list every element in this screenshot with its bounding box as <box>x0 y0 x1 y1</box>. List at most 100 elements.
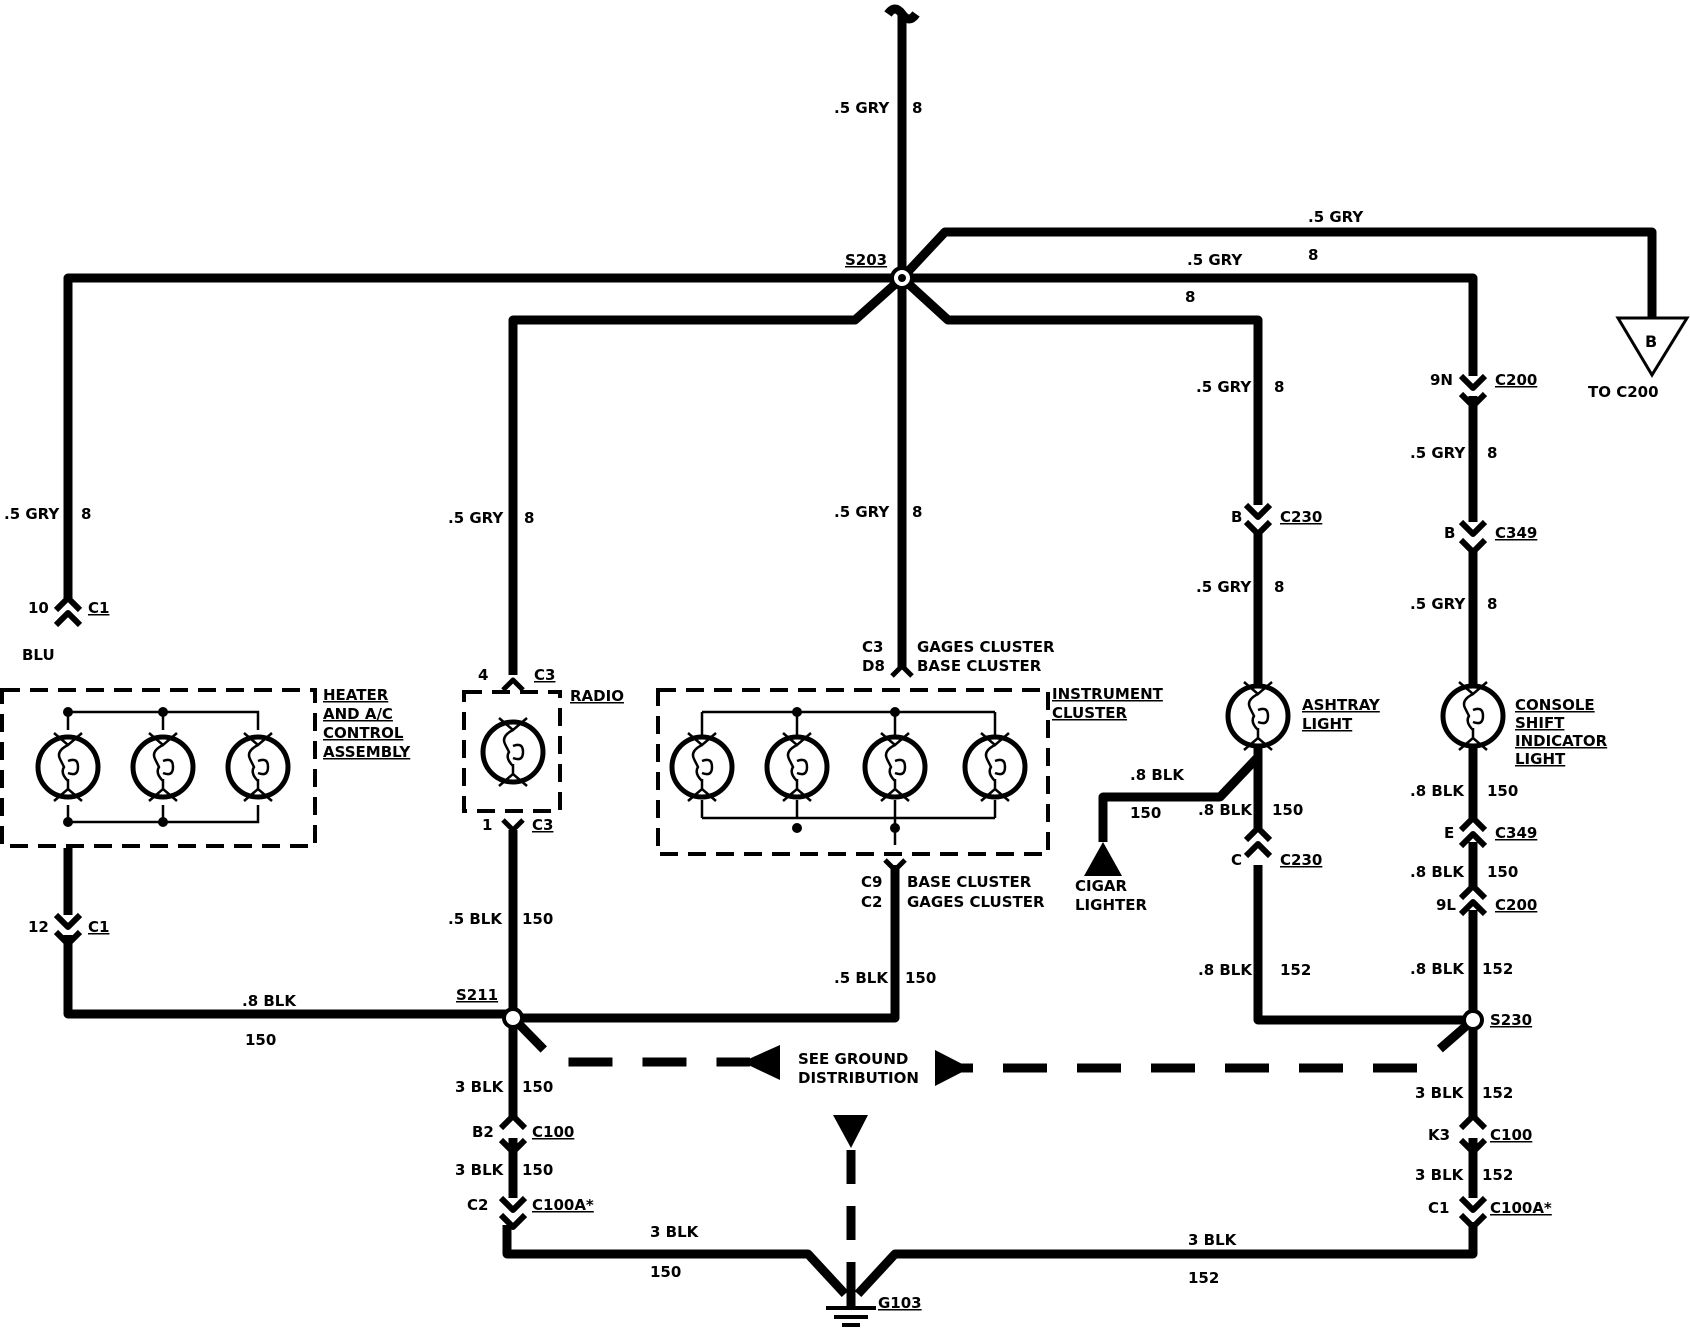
connector-cluster-top <box>890 663 914 678</box>
splice-s211 <box>502 1007 524 1029</box>
wire-ashtray-return <box>1253 865 1473 1025</box>
pin-label: E <box>1444 824 1454 842</box>
connector-label: C3 <box>534 666 555 684</box>
splice-label: S211 <box>456 986 498 1004</box>
wire-size-label: .5 GRY <box>1308 208 1364 226</box>
heater-bulb-icon <box>35 732 101 802</box>
connector-c100-k3 <box>1458 1113 1488 1155</box>
console-bulb-icon <box>1440 681 1506 751</box>
circuit-label: 8 <box>1185 288 1195 306</box>
wire-to-c200 <box>898 227 1657 322</box>
wire-size-label: .8 BLK <box>1198 801 1253 819</box>
wire-size-label: 3 BLK <box>455 1078 505 1096</box>
heater-junction <box>63 707 73 717</box>
circuit-label: 152 <box>1188 1269 1219 1287</box>
wire-g103-right <box>854 1222 1478 1298</box>
pin-label: C1 <box>1428 1199 1449 1217</box>
wire-size-label: .5 GRY <box>1196 378 1252 396</box>
wire-console-feed <box>902 273 1478 376</box>
wire-cigar <box>1098 753 1262 842</box>
splice-s230 <box>1462 1009 1484 1031</box>
circuit-label: 150 <box>522 1078 553 1096</box>
component-label: RADIO <box>570 687 624 705</box>
ground-distribution <box>509 1014 1476 1294</box>
wire-size-label: .8 BLK <box>1130 766 1185 784</box>
see-ground-label: SEE GROUND <box>798 1050 908 1068</box>
pin-label: C <box>1231 851 1242 869</box>
pin-label: K3 <box>1428 1126 1450 1144</box>
circuit-label: 152 <box>1482 1084 1513 1102</box>
wire-color-label: BLU <box>22 646 55 664</box>
wire-size-label: .5 GRY <box>834 503 890 521</box>
component-label: AND A/C <box>323 705 393 723</box>
arrow-right-icon <box>935 1050 970 1086</box>
wire-radio-feed <box>508 274 905 675</box>
see-ground-label: DISTRIBUTION <box>798 1069 919 1087</box>
to-c200-label: TO C200 <box>1588 383 1659 401</box>
pin-label: 9N <box>1430 371 1453 389</box>
pin-label: C9 <box>861 873 882 891</box>
wire-g103-left <box>502 1225 849 1298</box>
b-marker-label: B <box>1645 332 1657 351</box>
instrument-cluster-box <box>656 688 1050 856</box>
component-label: HEATER <box>323 686 389 704</box>
connector-c100a-c1 <box>1458 1195 1488 1230</box>
connector-c230-c <box>1243 825 1273 859</box>
circuit-label: 152 <box>1482 960 1513 978</box>
cluster-bulb-icon <box>669 732 735 802</box>
component-label: SHIFT <box>1515 714 1565 732</box>
cluster-bulb-icon <box>962 732 1028 802</box>
connector-label: C200 <box>1495 371 1537 389</box>
cluster-rails <box>700 710 997 845</box>
connector-label: C349 <box>1495 524 1537 542</box>
connector-label: C100 <box>532 1123 574 1141</box>
connector-label: C100A* <box>532 1196 594 1214</box>
connector-label: C349 <box>1495 824 1537 842</box>
pin-label: C2 <box>861 893 882 911</box>
wire-size-label: .5 GRY <box>1187 251 1243 269</box>
component-label: CONSOLE <box>1515 696 1595 714</box>
wire-ashtray-feed <box>898 274 1263 505</box>
circuit-label: 150 <box>1130 804 1161 822</box>
wire-cluster-ground <box>513 865 900 1023</box>
circuit-label: 150 <box>1272 801 1303 819</box>
circuit-label: 150 <box>522 910 553 928</box>
connector-label: C100A* <box>1490 1199 1552 1217</box>
cluster-bulb-icon <box>862 732 928 802</box>
circuit-label: 8 <box>81 505 91 523</box>
splice-s203-dot <box>898 274 906 282</box>
wire-size-label: .5 GRY <box>1410 595 1466 613</box>
wire-size-label: .5 GRY <box>1196 578 1252 596</box>
heater-junction <box>63 817 73 827</box>
circuit-label: 8 <box>1487 444 1497 462</box>
cluster-variant-label: GAGES CLUSTER <box>907 893 1045 911</box>
dash-left <box>509 1014 750 1067</box>
circuit-label: 152 <box>1280 961 1311 979</box>
wires <box>63 4 1657 1307</box>
pin-label: C2 <box>467 1196 488 1214</box>
cluster-junction <box>792 823 802 833</box>
heater-bulb-icon <box>130 732 196 802</box>
wire-size-label: .5 GRY <box>4 505 60 523</box>
heater-bulb-icon <box>225 732 291 802</box>
connector-label: C200 <box>1495 896 1537 914</box>
circuit-label: 8 <box>1274 578 1284 596</box>
connector-label: C1 <box>88 918 109 936</box>
cluster-junction <box>792 707 802 717</box>
connector-label: C1 <box>88 599 109 617</box>
splice-label: S230 <box>1490 1011 1532 1029</box>
cluster-variant-label: BASE CLUSTER <box>917 657 1042 675</box>
connector-label: C100 <box>1490 1126 1532 1144</box>
wire-size-label: 3 BLK <box>1188 1231 1238 1249</box>
wire-size-label: .8 BLK <box>1410 960 1465 978</box>
wire-size-label: .8 BLK <box>1410 863 1465 881</box>
connector-c200-9l <box>1458 883 1488 917</box>
component-label: ASSEMBLY <box>323 743 411 761</box>
component-label: CIGAR <box>1075 877 1128 895</box>
component-label: CLUSTER <box>1052 704 1127 722</box>
b-terminal-icon <box>1615 316 1690 378</box>
cluster-junction <box>890 823 900 833</box>
cluster-variant-label: GAGES CLUSTER <box>917 638 1055 656</box>
wire-size-label: .8 BLK <box>1410 782 1465 800</box>
